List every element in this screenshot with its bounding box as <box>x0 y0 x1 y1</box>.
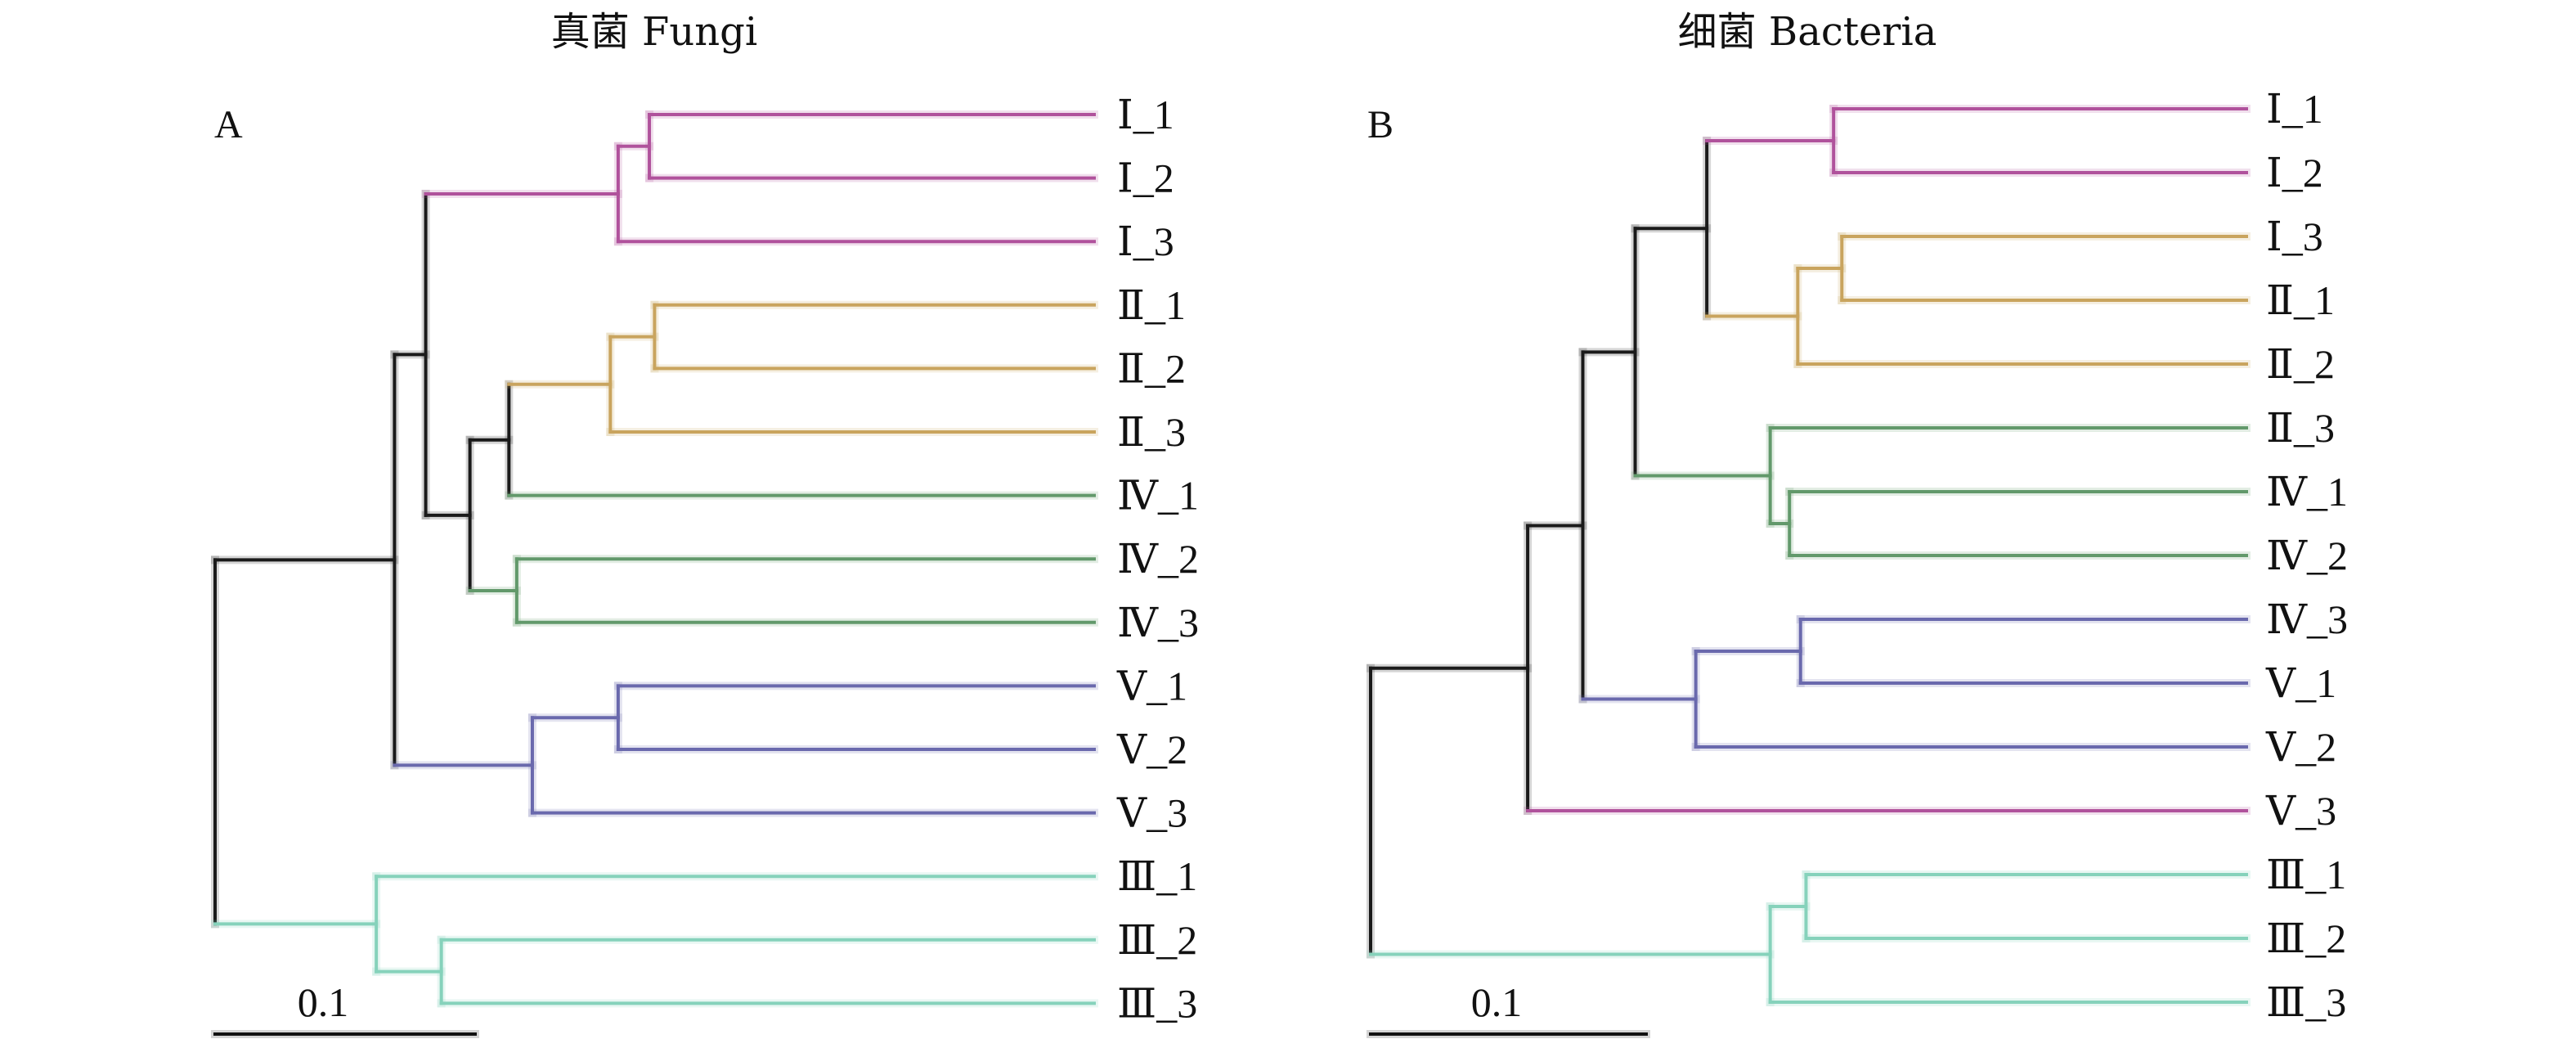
leaf-label: Ⅳ_2 <box>1117 536 1199 582</box>
bacteria-panel: 细菌 Bacteria B Ⅰ_1Ⅰ_2Ⅰ_3Ⅱ_1Ⅱ_2Ⅱ_3Ⅳ_1Ⅳ_2Ⅳ_… <box>1367 9 2348 1038</box>
leaf-label: Ⅴ_3 <box>2265 788 2336 834</box>
leaf-label: Ⅱ_1 <box>1117 282 1186 328</box>
leaf-label: Ⅴ_2 <box>2265 724 2336 770</box>
panel-letter-a: A <box>214 103 243 146</box>
leaf-label: Ⅳ_1 <box>2266 469 2348 515</box>
leaf-label: Ⅳ_1 <box>1117 473 1199 519</box>
leaf-label: Ⅰ_1 <box>2266 86 2323 132</box>
bacteria-title: 细菌 Bacteria <box>1678 9 1937 55</box>
leaf-label: Ⅱ_2 <box>2266 341 2335 387</box>
fungi-title: 真菌 Fungi <box>551 9 757 55</box>
leaf-label: Ⅴ_3 <box>1116 790 1187 836</box>
leaf-label: Ⅰ_1 <box>1117 92 1174 137</box>
leaf-label: Ⅱ_2 <box>1117 345 1186 391</box>
leaf-label: Ⅲ_2 <box>1117 917 1197 963</box>
leaf-label: Ⅱ_3 <box>1117 409 1186 455</box>
leaf-label: Ⅴ_1 <box>1116 663 1187 708</box>
leaf-label: Ⅰ_3 <box>2266 214 2323 259</box>
leaf-label: Ⅰ_3 <box>1117 218 1174 264</box>
panel-letter-b: B <box>1367 103 1393 146</box>
leaf-label: Ⅲ_2 <box>2266 915 2346 961</box>
leaf-label: Ⅳ_2 <box>2266 533 2348 578</box>
scale-bar-label: 0.1 <box>1471 979 1523 1025</box>
scale-bar-label: 0.1 <box>298 979 349 1025</box>
leaf-label: Ⅰ_2 <box>1117 155 1174 201</box>
leaf-label: Ⅲ_3 <box>1117 980 1197 1026</box>
leaf-label: Ⅲ_1 <box>2266 852 2346 897</box>
leaf-label: Ⅱ_1 <box>2266 277 2335 323</box>
leaf-label: Ⅲ_3 <box>2266 979 2346 1025</box>
leaf-label: Ⅳ_3 <box>2266 596 2348 642</box>
fungi-tree: Ⅰ_1Ⅰ_2Ⅰ_3Ⅱ_1Ⅱ_2Ⅱ_3Ⅳ_1Ⅳ_2Ⅳ_3Ⅴ_1Ⅴ_2Ⅴ_3Ⅲ_1Ⅲ… <box>211 92 1199 1038</box>
bacteria-tree: Ⅰ_1Ⅰ_2Ⅰ_3Ⅱ_1Ⅱ_2Ⅱ_3Ⅳ_1Ⅳ_2Ⅳ_3Ⅴ_1Ⅴ_2Ⅴ_3Ⅲ_1Ⅲ… <box>1367 86 2348 1038</box>
leaf-label: Ⅴ_1 <box>2265 660 2336 706</box>
leaf-label: Ⅱ_3 <box>2266 405 2335 451</box>
leaf-label: Ⅰ_2 <box>2266 150 2323 196</box>
leaf-label: Ⅳ_3 <box>1117 600 1199 645</box>
leaf-label: Ⅲ_1 <box>1117 853 1197 899</box>
fungi-panel: 真菌 Fungi A Ⅰ_1Ⅰ_2Ⅰ_3Ⅱ_1Ⅱ_2Ⅱ_3Ⅳ_1Ⅳ_2Ⅳ_3Ⅴ_… <box>211 9 1199 1038</box>
leaf-label: Ⅴ_2 <box>1116 726 1187 772</box>
